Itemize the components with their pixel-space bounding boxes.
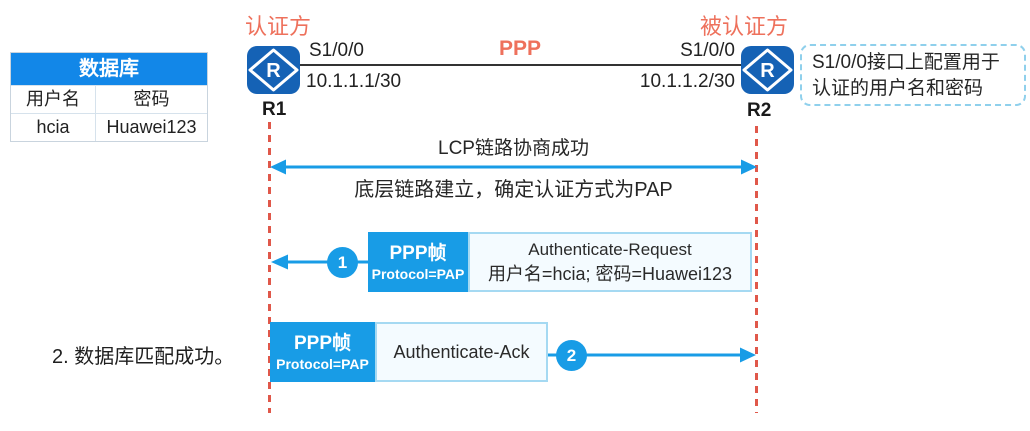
message2-ppp-frame-box: PPP帧 Protocol=PAP — [270, 322, 375, 382]
lcp-title: LCP链路协商成功 — [438, 138, 589, 159]
message1-step-badge: 1 — [327, 247, 358, 278]
message1-payload-line2: 用户名=hcia; 密码=Huawei123 — [487, 263, 733, 284]
db-header-username: 用户名 — [11, 85, 96, 113]
db-cell-password: Huawei123 — [96, 113, 207, 141]
database-table-data-row: hcia Huawei123 — [11, 113, 207, 141]
link-protocol-label: PPP — [499, 37, 542, 60]
message1-payload-line1: Authenticate-Request — [528, 239, 692, 259]
message2-frame-title: PPP帧 — [293, 332, 352, 354]
serial-link-line — [300, 64, 742, 66]
config-note-line2: 认证的用户名和密码 — [812, 78, 984, 99]
router-r2-icon: R — [741, 46, 794, 94]
message1-frame-subtitle: Protocol=PAP — [371, 265, 465, 282]
r1-interface-label: S1/0/0 — [309, 40, 364, 61]
message1-arrow — [271, 254, 369, 270]
message2-frame-subtitle: Protocol=PAP — [276, 355, 369, 372]
message1-frame-title: PPP帧 — [389, 242, 447, 264]
r1-lifeline — [268, 122, 271, 413]
database-table-title: 数据库 — [11, 53, 207, 85]
authenticatee-label: 被认证方 — [700, 14, 789, 39]
message2-arrow — [547, 347, 756, 363]
router-r2-icon-letter: R — [760, 60, 775, 82]
config-note-line1: S1/0/0接口上配置用于 — [812, 52, 1000, 73]
db-header-password: 密码 — [96, 85, 207, 113]
r1-name-label: R1 — [262, 99, 287, 120]
message2-step-badge: 2 — [556, 340, 587, 371]
message2-payload-box: Authenticate-Ack — [375, 322, 548, 382]
authenticator-label: 认证方 — [245, 14, 312, 39]
r2-ip-label: 10.1.1.2/30 — [639, 71, 735, 92]
config-note: S1/0/0接口上配置用于 认证的用户名和密码 — [800, 44, 1026, 106]
message1-ppp-frame-box: PPP帧 Protocol=PAP — [368, 232, 468, 292]
r2-lifeline — [755, 126, 758, 413]
database-table: 数据库 用户名 密码 hcia Huawei123 — [10, 52, 208, 142]
router-r1-icon: R — [247, 46, 300, 94]
r2-name-label: R2 — [747, 100, 772, 121]
router-r1-icon-letter: R — [266, 60, 281, 82]
r1-ip-label: 10.1.1.1/30 — [306, 71, 402, 92]
db-cell-username: hcia — [11, 113, 96, 141]
message2-payload-line1: Authenticate-Ack — [393, 341, 530, 362]
message1-payload-box: Authenticate-Request 用户名=hcia; 密码=Huawei… — [468, 232, 752, 292]
database-table-header-row: 用户名 密码 — [11, 85, 207, 113]
lcp-subtitle: 底层链路建立，确定认证方式为PAP — [354, 179, 673, 201]
lcp-double-arrow — [270, 159, 757, 175]
r2-interface-label: S1/0/0 — [680, 40, 735, 61]
db-match-caption: 2. 数据库匹配成功。 — [52, 346, 235, 368]
